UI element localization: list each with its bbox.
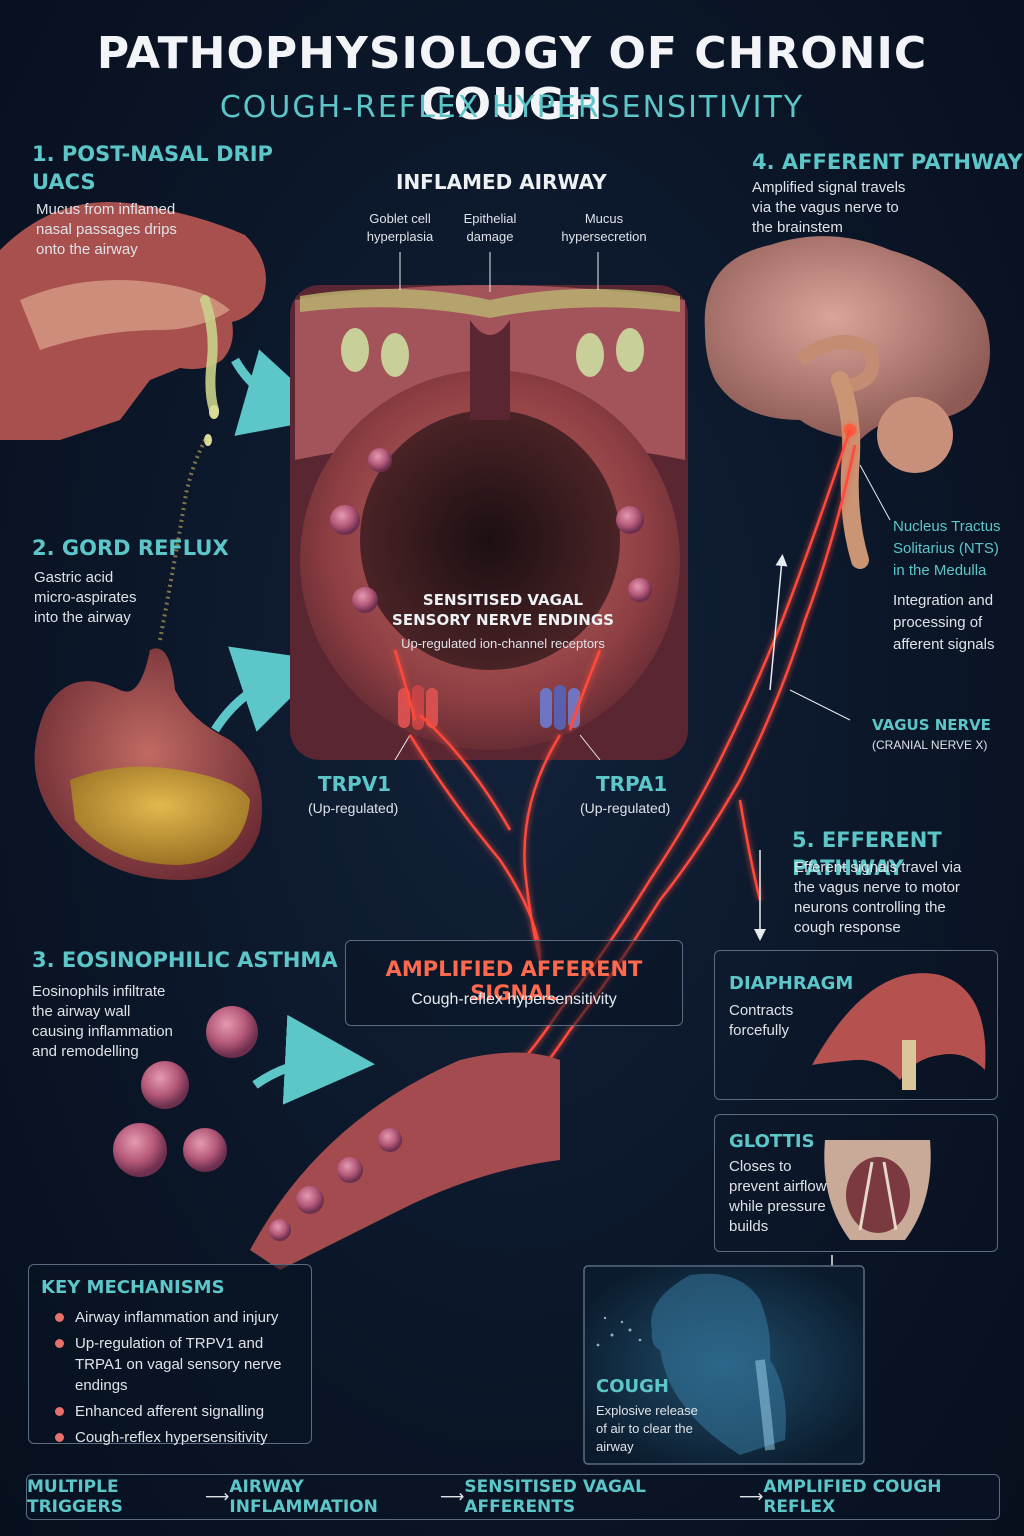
airway-wall-section bbox=[250, 1052, 560, 1270]
flow-arrow-icon: ⟶ bbox=[205, 1487, 230, 1507]
page-subtitle: COUGH-REFLEX HYPERSENSITIVITY bbox=[219, 90, 805, 125]
vagus-sub: (CRANIAL NERVE X) bbox=[872, 738, 988, 752]
flow-arrow-icon: ⟶ bbox=[439, 1487, 465, 1507]
key-mechanisms-box: KEY MECHANISMS Airway inflammation and i… bbox=[28, 1264, 312, 1446]
flow-step: MULTIPLE TRIGGERS bbox=[27, 1477, 123, 1517]
summary-flow-bar: MULTIPLE TRIGGERS ⟶ AIRWAY INFLAMMATION … bbox=[26, 1474, 1000, 1520]
key-mechanism-item: Cough-reflex hypersensitivity bbox=[53, 1427, 303, 1448]
trpa1-receptor-shape bbox=[540, 685, 580, 730]
eosinophil-arrow bbox=[252, 1014, 375, 1105]
trpa1-sub: (Up-regulated) bbox=[580, 800, 671, 816]
drip-arrow bbox=[231, 349, 334, 436]
post-nasal-heading: 1. POST-NASAL DRIP UACS bbox=[32, 142, 273, 194]
nasal-illustration bbox=[0, 202, 266, 446]
trpv1-label: TRPV1 bbox=[318, 772, 392, 796]
stomach-illustration bbox=[34, 439, 262, 880]
vagus-label: VAGUS NERVE bbox=[872, 716, 991, 734]
trpv1-sub: (Up-regulated) bbox=[308, 800, 399, 816]
cough-head-illustration bbox=[651, 1273, 786, 1455]
airway-cross-section bbox=[290, 285, 688, 760]
flow-step: SENSITISED VAGAL AFFERENTS bbox=[464, 1477, 646, 1517]
glottis-illustration bbox=[824, 1140, 931, 1240]
amplified-signal-sub: Cough-reflex hypersensitivity bbox=[411, 991, 617, 1008]
eosinophil-cells bbox=[113, 1006, 258, 1177]
amplified-signal-box: AMPLIFIED AFFERENT SIGNAL Cough-reflex h… bbox=[345, 940, 683, 1026]
amplified-signal-title: AMPLIFIED AFFERENT SIGNAL bbox=[385, 957, 643, 1005]
gord-heading: 2. GORD REFLUX bbox=[32, 536, 229, 560]
key-mechanism-item: Up-regulation of TRPV1 and TRPA1 on vaga… bbox=[53, 1333, 303, 1396]
efferent-heading: 5. EFFERENT PATHWAY bbox=[792, 828, 942, 880]
nerve-endings-sub: Up-regulated ion-channel receptors bbox=[401, 636, 605, 651]
afferent-heading: 4. AFFERENT PATHWAY bbox=[752, 150, 1023, 174]
trpa1-label: TRPA1 bbox=[596, 772, 668, 796]
diaphragm-illustration bbox=[812, 973, 986, 1090]
key-mechanisms-title: KEY MECHANISMS bbox=[41, 1277, 225, 1298]
flow-step: AIRWAY INFLAMMATION bbox=[229, 1477, 378, 1517]
key-mechanisms-list: Airway inflammation and injury Up-regula… bbox=[53, 1307, 303, 1453]
flow-arrow-icon: ⟶ bbox=[738, 1487, 764, 1507]
diaphragm-title: DIAPHRAGM bbox=[729, 973, 854, 994]
trpv1-receptor-shape bbox=[398, 685, 438, 730]
glottis-title: GLOTTIS bbox=[729, 1131, 815, 1152]
cough-title: COUGH bbox=[596, 1376, 669, 1397]
airway-title: INFLAMED AIRWAY bbox=[396, 170, 607, 194]
brain-illustration bbox=[704, 236, 990, 569]
key-mechanism-item: Enhanced afferent signalling bbox=[53, 1401, 303, 1422]
asthma-heading: 3. EOSINOPHILIC ASTHMA bbox=[32, 948, 338, 972]
page-title: PATHOPHYSIOLOGY OF CHRONIC COUGH bbox=[96, 28, 928, 130]
flow-step: AMPLIFIED COUGH REFLEX bbox=[763, 1477, 942, 1517]
key-mechanism-item: Airway inflammation and injury bbox=[53, 1307, 303, 1328]
reflux-arrow bbox=[211, 646, 328, 733]
